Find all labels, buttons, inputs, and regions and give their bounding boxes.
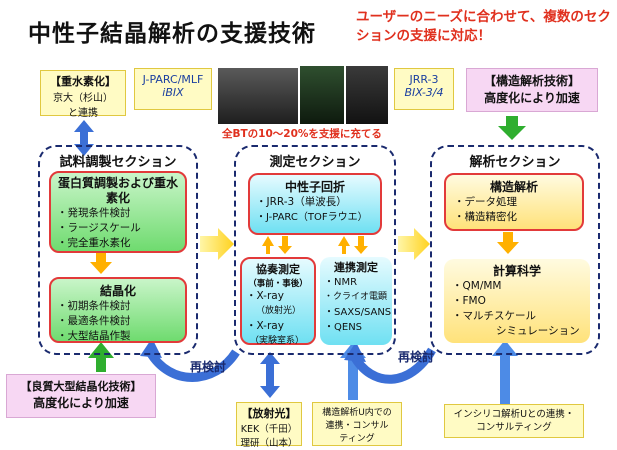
measure-neutron-item: ・JRR-3（単波長）: [256, 196, 347, 208]
measure-collab-item: ・SAXS/SANS: [324, 307, 392, 318]
radiation-line-1: KEK（千田）: [240, 424, 298, 435]
analysis-compute-item: ・マルチスケール: [452, 310, 536, 322]
prep-crystal-title: 結晶化: [99, 284, 136, 298]
photo-caption: 全BTの10～20%を支援に充てる: [222, 128, 382, 140]
measure-concert-item: ・X-ray: [246, 290, 284, 302]
crystal-tech-subtitle: 高度化により加速: [33, 396, 129, 410]
arrow-structure-tech: [498, 116, 526, 140]
double-arrow-radiation: [260, 352, 280, 398]
prep-protein-title: 蛋白質調製および重水素化: [57, 176, 178, 205]
facility-jrr3-name: JRR-3: [409, 73, 439, 86]
prep-crystal-item: ・大型結晶作製: [57, 330, 131, 342]
deuteration-line-1: 京大（杉山）: [53, 93, 113, 104]
deuteration-title: 【重水素化】: [50, 75, 116, 88]
consult-structure-box: 構造解析U内での 連携・コンサル ティング: [312, 402, 402, 446]
analysis-structure-item: ・構造精密化: [454, 211, 517, 223]
measure-concert-note: （事前・事後）: [248, 279, 308, 289]
measure-collab-box: 連携測定 ・NMR ・クライオ電顕 ・SAXS/SANS ・QENS: [320, 257, 392, 345]
analysis-structure-item: ・データ処理: [454, 196, 517, 208]
prep-section-title: 試料調製セクション: [59, 155, 177, 170]
arrow-measure-up: [262, 236, 274, 254]
prep-section: 試料調製セクション 蛋白質調製および重水素化 ・発現条件検討 ・ラージスケール …: [38, 145, 198, 355]
page-subtitle: ユーザーのニーズに合わせて、複数のセクションの支援に対応！: [356, 9, 611, 44]
arrow-consult-2: [492, 340, 518, 404]
recheck-arrow-left: [146, 349, 240, 382]
analysis-compute-box: 計算科学 ・QM/MM ・FMO ・マルチスケール シミュレーション: [444, 259, 590, 343]
deuteration-box: 【重水素化】 京大（杉山） と連携: [40, 70, 126, 119]
measure-collab-item: ・QENS: [324, 322, 363, 333]
instrument-photo-1: [218, 68, 298, 124]
prep-protein-item: ・完全重水素化: [57, 237, 131, 249]
prep-crystal-box: 結晶化 ・初期条件検討 ・最適条件検討 ・大型結晶作製: [49, 277, 187, 343]
deuteration-line-2: と連携: [68, 108, 98, 119]
measure-concert-title: 協奏測定: [256, 263, 300, 276]
facility-jparc-instrument: iBIX: [162, 86, 184, 99]
consult-insilico-text: インシリコ解析Uとの連携・コンサルティング: [453, 409, 575, 433]
measure-neutron-box: 中性子回折 ・JRR-3（単波長） ・J-PARC（TOFラウエ）: [248, 173, 382, 235]
double-arrow-deuteration: [74, 120, 94, 156]
prep-crystal-item: ・初期条件検討: [57, 300, 131, 312]
measure-concert-box: 協奏測定 （事前・事後） ・X-ray （放射光） ・X-ray （実験室系）: [240, 257, 316, 346]
arrow-collab-up: [338, 236, 350, 254]
radiation-line-2: 理研（山本）: [240, 438, 298, 449]
analysis-structure-title: 構造解析: [489, 180, 538, 194]
facility-jparc-name: J-PARC/MLF: [142, 73, 204, 86]
measure-concert-item: （放射光）: [256, 306, 302, 316]
arrow-measure-down: [278, 236, 292, 254]
radiation-title: 【放射光】: [241, 407, 297, 420]
radiation-box: 【放射光】 KEK（千田） 理研（山本）: [236, 402, 302, 449]
analysis-section: 解析セクション 構造解析 ・データ処理 ・構造精密化 計算科学 ・QM/MM ・…: [430, 145, 600, 355]
consult-insilico-box: インシリコ解析Uとの連携・コンサルティング: [444, 404, 584, 438]
recheck-arrow-right: [350, 347, 436, 384]
measure-concert-item: ・X-ray: [246, 320, 284, 332]
recheck-label-right: 再検討: [398, 350, 435, 364]
prep-protein-box: 蛋白質調製および重水素化 ・発現条件検討 ・ラージスケール ・完全重水素化: [49, 171, 187, 253]
measure-section: 測定セクション 中性子回折 ・JRR-3（単波長） ・J-PARC（TOFラウエ…: [234, 145, 396, 355]
measure-collab-item: ・クライオ電顕: [324, 292, 388, 302]
instrument-photo-2: [300, 66, 344, 124]
facility-jparc: J-PARC/MLF iBIX: [134, 68, 212, 110]
consult-structure-line-1: 構造解析U内での: [322, 408, 392, 418]
arrow-prep-internal: [90, 252, 112, 274]
prep-protein-item: ・発現条件検討: [57, 207, 131, 219]
analysis-compute-title: 計算科学: [492, 264, 541, 278]
arrow-collab-down: [354, 236, 368, 254]
analysis-compute-item: ・QM/MM: [452, 280, 502, 292]
consult-structure-line-3: ティング: [339, 434, 375, 444]
crystal-tech-box: 【良質大型結晶化技術】 高度化により加速: [6, 374, 156, 418]
arrow-analysis-internal: [497, 232, 519, 254]
instrument-photo-3: [346, 66, 388, 124]
structure-tech-subtitle: 高度化により加速: [484, 91, 580, 105]
analysis-structure-box: 構造解析 ・データ処理 ・構造精密化: [444, 173, 584, 231]
arrow-measure-to-analysis: [398, 228, 430, 260]
structure-tech-box: 【構造解析技術】 高度化により加速: [466, 68, 598, 112]
measure-collab-item: ・NMR: [324, 277, 358, 288]
measure-neutron-item: ・J-PARC（TOFラウエ）: [256, 212, 368, 223]
measure-neutron-title: 中性子回折: [284, 180, 345, 194]
analysis-compute-item: シミュレーション: [496, 325, 580, 337]
page-title: 中性子結晶解析の支援技術: [28, 21, 316, 47]
recheck-label-left: 再検討: [190, 360, 227, 374]
arrow-crystal-tech: [88, 342, 114, 372]
facility-jrr3: JRR-3 BIX-3/4: [394, 68, 454, 110]
facility-jrr3-instrument: BIX-3/4: [404, 86, 444, 99]
measure-section-title: 測定セクション: [269, 155, 361, 170]
prep-protein-item: ・ラージスケール: [57, 222, 141, 234]
analysis-compute-item: ・FMO: [452, 295, 486, 307]
consult-structure-line-2: 連携・コンサル: [325, 421, 389, 431]
structure-tech-title: 【構造解析技術】: [483, 74, 580, 88]
crystal-tech-title: 【良質大型結晶化技術】: [20, 380, 142, 393]
measure-collab-title: 連携測定: [334, 261, 378, 274]
measure-concert-item: （実験室系）: [250, 336, 305, 346]
prep-crystal-item: ・最適条件検討: [57, 315, 131, 327]
arrow-prep-to-measure: [200, 228, 234, 260]
analysis-section-title: 解析セクション: [469, 155, 561, 170]
